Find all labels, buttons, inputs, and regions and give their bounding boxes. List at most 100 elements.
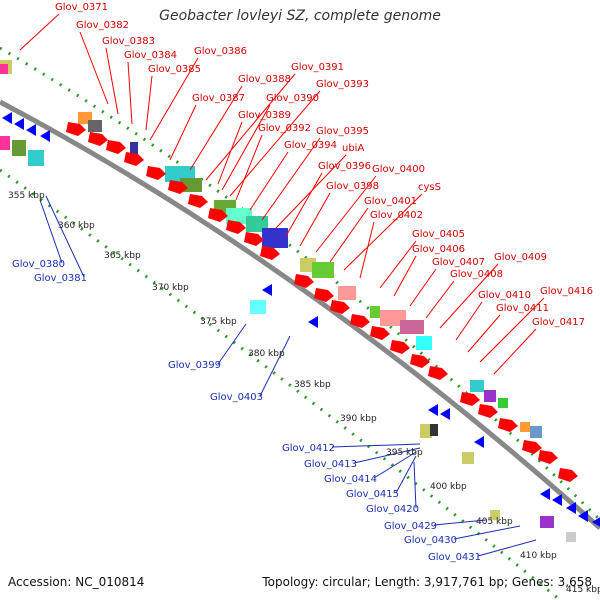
leader-fwd-18 [315, 175, 377, 253]
leader-fwd-24 [409, 268, 437, 307]
forward-gene-4 [146, 166, 166, 180]
gene-feature-3 [88, 120, 102, 132]
leader-rev-10 [453, 525, 521, 540]
leader-rev-6 [373, 451, 417, 479]
accession-text: Accession: NC_010814 [8, 575, 145, 589]
reverse-gene-1 [14, 118, 24, 130]
leader-fwd-28 [467, 314, 501, 353]
forward-gene-label-5: Glov_0386 [194, 46, 247, 57]
leader-fwd-5 [149, 57, 199, 141]
forward-gene-label-24: Glov_0407 [432, 257, 485, 268]
forward-gene-label-30: Glov_0417 [532, 317, 585, 328]
forward-gene-label-10: Glov_0390 [266, 93, 319, 104]
leader-fwd-20 [343, 193, 423, 271]
leader-fwd-25 [425, 280, 455, 319]
forward-gene-3 [124, 152, 144, 166]
forward-gene-0 [66, 122, 86, 136]
forward-gene-label-26: Glov_0409 [494, 252, 547, 263]
gene-feature-25 [28, 150, 44, 166]
forward-gene-8 [226, 220, 246, 234]
leader-fwd-1 [79, 31, 109, 105]
forward-gene-label-20: cysS [418, 182, 441, 193]
leader-fwd-3 [127, 61, 133, 125]
forward-gene-5 [168, 180, 188, 194]
forward-gene-label-27: Glov_0410 [478, 290, 531, 301]
gene-feature-10 [262, 228, 288, 248]
leader-fwd-12 [235, 134, 263, 201]
forward-gene-label-11: Glov_0393 [316, 79, 369, 90]
leader-fwd-29 [479, 297, 545, 363]
forward-gene-label-9: Glov_0389 [238, 110, 291, 121]
leader-fwd-14 [261, 137, 321, 221]
reverse-gene-label-3: Glov_0403 [210, 392, 263, 403]
tick-label-11: 410 kbp [520, 551, 557, 561]
tick-label-3: 370 kbp [152, 283, 189, 293]
forward-gene-label-28: Glov_0411 [496, 303, 549, 314]
forward-gene-label-22: Glov_0405 [412, 229, 465, 240]
gene-feature-29 [462, 452, 474, 464]
forward-gene-1 [88, 132, 108, 146]
reverse-gene-label-11: Glov_0431 [428, 552, 481, 563]
forward-gene-label-29: Glov_0416 [540, 286, 593, 297]
reverse-gene-label-2: Glov_0399 [168, 360, 221, 371]
gene-feature-24 [12, 140, 26, 156]
tick-label-6: 385 kbp [294, 380, 331, 390]
label-leader-lines [19, 13, 545, 557]
tick-label-10: 405 kbp [476, 517, 513, 527]
gene-feature-19 [484, 390, 496, 402]
forward-gene-12 [314, 288, 334, 302]
leader-fwd-8 [205, 73, 296, 181]
tick-label-4: 375 kbp [200, 317, 237, 327]
tick-label-1: 360 kbp [58, 221, 95, 231]
gene-feature-32 [566, 532, 576, 542]
forward-gene-label-21: Glov_0402 [370, 210, 423, 221]
leader-fwd-6 [169, 104, 197, 161]
topology-text: Topology: circular; Length: 3,917,761 bp… [262, 575, 592, 589]
gene-feature-13 [338, 286, 356, 300]
forward-gene-2 [106, 140, 126, 154]
forward-gene-label-13: Glov_0394 [284, 140, 337, 151]
forward-gene-11 [294, 274, 314, 288]
forward-gene-label-12: Glov_0392 [258, 123, 311, 134]
forward-gene-label-19: Glov_0401 [364, 196, 417, 207]
reverse-gene-8 [474, 436, 484, 448]
forward-gene-label-15: ubiA [342, 143, 364, 154]
outer-tick-ring [0, 46, 600, 522]
forward-gene-label-7: Glov_0388 [238, 74, 291, 85]
forward-gene-label-6: Glov_0387 [192, 93, 245, 104]
leader-rev-5 [353, 447, 421, 464]
reverse-gene-label-5: Glov_0413 [304, 459, 357, 470]
tick-label-9: 400 kbp [430, 482, 467, 492]
forward-gene-18 [428, 366, 448, 380]
leader-fwd-30 [493, 328, 537, 375]
gene-feature-20 [498, 398, 508, 408]
reverse-gene-label-9: Glov_0429 [384, 521, 437, 532]
leader-fwd-0 [19, 13, 60, 51]
gene-feature-12 [312, 262, 334, 278]
forward-gene-label-2: Glov_0383 [102, 36, 155, 47]
forward-gene-13 [330, 300, 350, 314]
gene-feature-14 [370, 306, 380, 318]
gene-feature-23 [0, 136, 10, 150]
forward-gene-21 [498, 418, 518, 432]
forward-gene-17 [410, 354, 430, 368]
leader-fwd-27 [455, 301, 483, 341]
reverse-gene-label-4: Glov_0412 [282, 443, 335, 454]
forward-gene-label-14: Glov_0395 [316, 126, 369, 137]
forward-gene-15 [370, 326, 390, 340]
reverse-gene-label-1: Glov_0381 [34, 273, 87, 284]
gene-feature-28 [430, 424, 438, 436]
forward-gene-label-1: Glov_0382 [76, 20, 129, 31]
gene-feature-15 [380, 310, 406, 326]
tick-label-8: 395 kbp [386, 448, 423, 458]
forward-gene-22 [522, 440, 542, 454]
tick-label-0: 355 kbp [8, 191, 45, 201]
reverse-gene-11 [566, 502, 576, 514]
leader-rev-11 [477, 539, 537, 557]
reverse-gene-7 [440, 408, 450, 420]
leader-fwd-23 [393, 255, 417, 297]
leader-fwd-16 [285, 172, 323, 237]
leader-rev-4 [331, 443, 421, 448]
gene-feature-8 [226, 208, 252, 224]
reverse-gene-6 [428, 404, 438, 416]
